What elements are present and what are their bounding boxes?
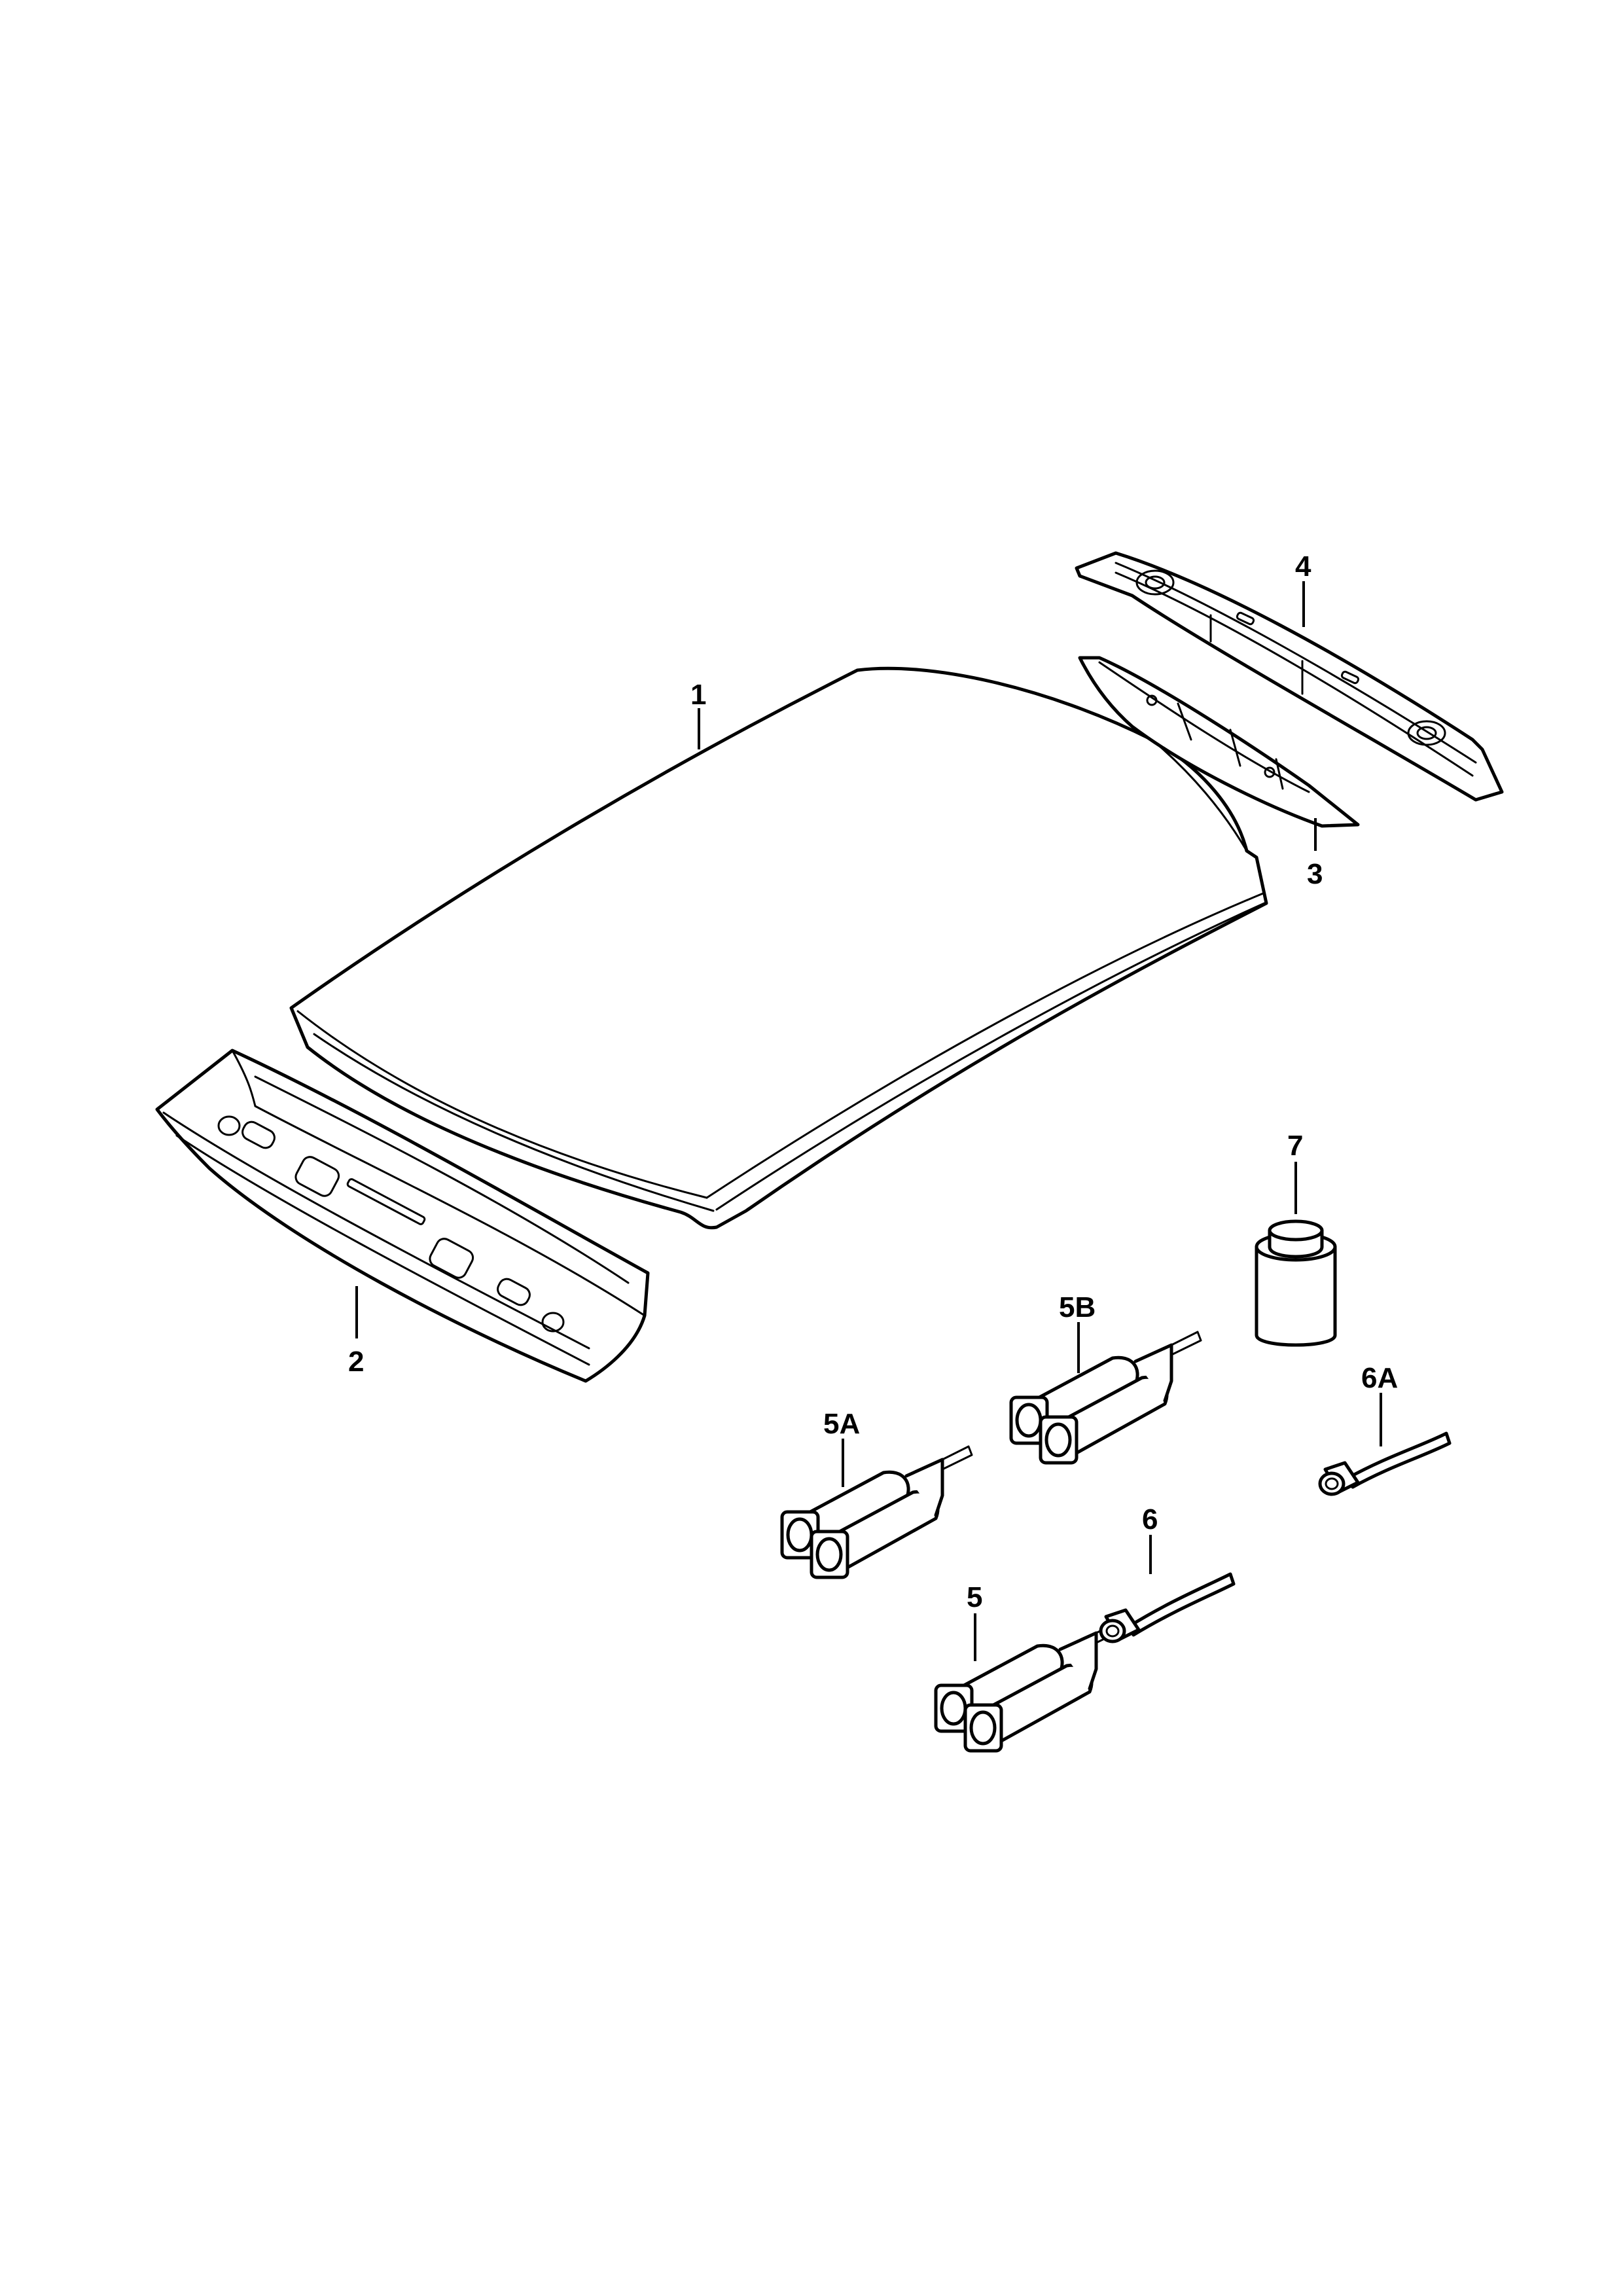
rear-roof-rail [1075,551,1504,802]
callout-5: 5 [967,1581,982,1613]
adhesive-cartridge-5 [934,1619,1127,1753]
rear-roof-bow [1078,656,1360,828]
callout-1: 1 [690,679,706,711]
adhesive-cartridge-5b [1009,1331,1202,1465]
callout-3: 3 [1307,858,1323,890]
callout-7: 7 [1287,1130,1303,1162]
adhesive-cartridge-5a [780,1445,973,1579]
callout-4: 4 [1295,550,1311,583]
nozzle-tube-6a [1318,1431,1452,1496]
front-roof-rail [155,1049,650,1383]
bottle [1255,1219,1337,1347]
nozzle-tube-6 [1099,1572,1236,1643]
callout-5b: 5B [1059,1291,1096,1323]
callout-6: 6 [1142,1503,1158,1535]
callout-6a: 6A [1361,1362,1398,1394]
roof-panel [289,666,1268,1230]
callout-2: 2 [348,1346,364,1378]
callout-5a: 5A [823,1408,860,1440]
